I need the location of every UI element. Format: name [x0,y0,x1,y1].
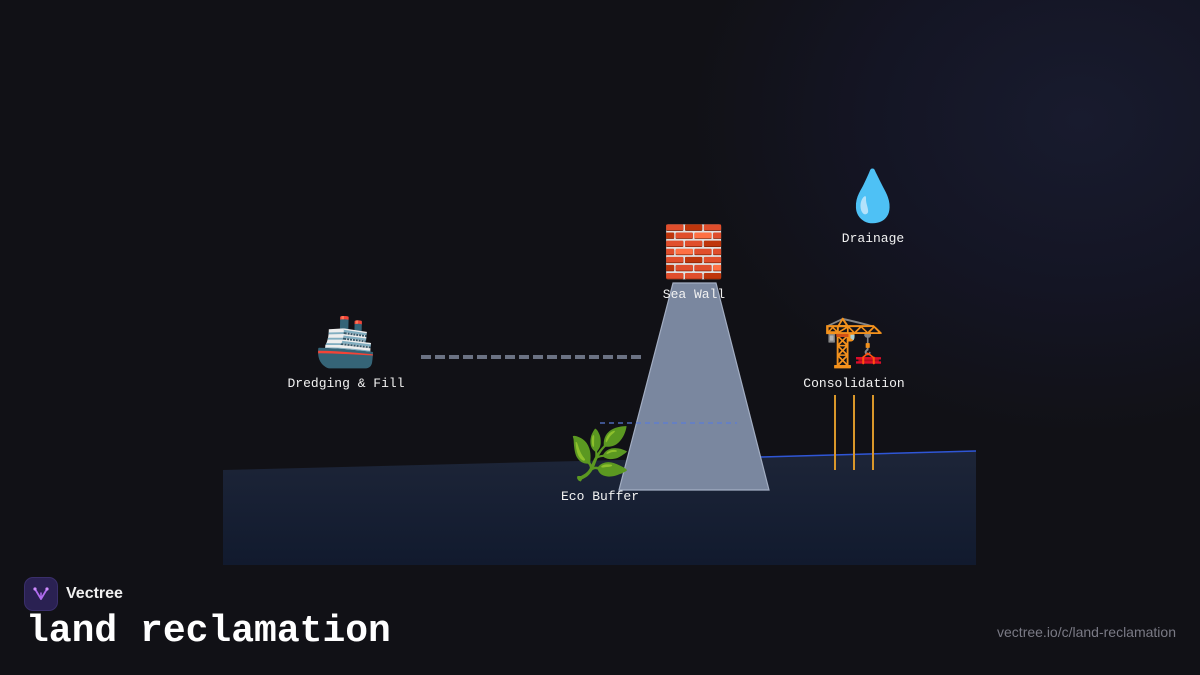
water-drop-icon: 💧 [841,172,905,229]
sea-wall-body [618,282,770,491]
node-dredging: 🚢 Dredging & Fill [287,317,405,392]
node-drainage: 💧 Drainage [841,172,905,247]
node-consolidation-label: Consolidation [803,376,905,391]
brand-name: Vectree [66,585,123,602]
brick-icon: 🧱 [662,228,726,285]
page-title: land reclamation [26,610,391,653]
node-dredging-label: Dredging & Fill [287,376,405,391]
shoreline-line [759,450,977,458]
crane-icon: 🏗️ [822,317,886,374]
page-url-link[interactable]: vectree.io/c/land-reclamation [997,624,1176,640]
node-consolidation: 🏗️ Consolidation [803,317,905,392]
node-seawall: 🧱 Sea Wall [662,228,726,303]
node-drainage-label: Drainage [841,231,905,246]
herb-icon: 🌿 [568,430,632,487]
brand[interactable]: Vectree [24,577,123,611]
ship-icon: 🚢 [314,317,378,374]
node-ecobuffer-label: Eco Buffer [560,489,640,504]
land-mass [223,451,976,565]
vectree-logo-icon [24,577,58,611]
node-seawall-label: Sea Wall [662,287,726,302]
node-ecobuffer: 🌿 Eco Buffer [560,430,640,505]
